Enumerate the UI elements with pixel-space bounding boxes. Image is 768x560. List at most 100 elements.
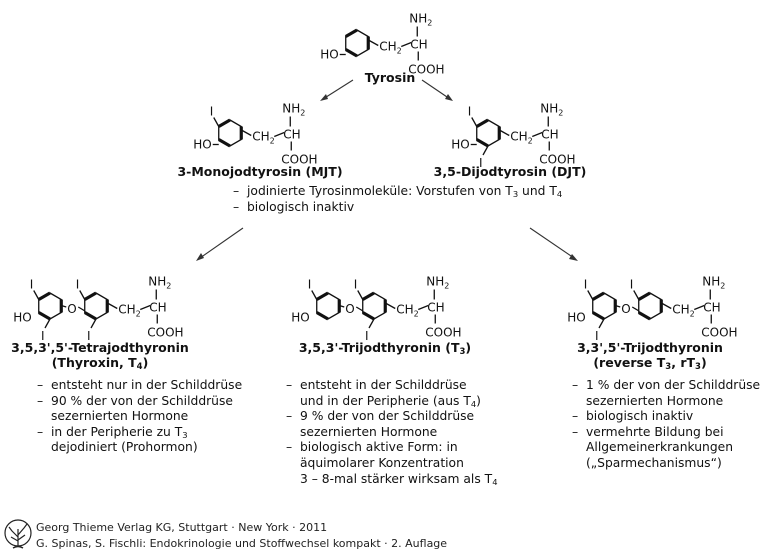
bond [591, 291, 605, 301]
iodine-label: I [30, 278, 34, 292]
bond [339, 304, 345, 308]
nh2-label: NH2 [426, 275, 449, 291]
cooh-label: COOH [147, 326, 183, 340]
bond [361, 311, 375, 321]
t3-name: 3,5,3'-Trijodthyronin (T3) [298, 340, 472, 358]
ch-label: CH [149, 301, 166, 315]
nh2-label: NH2 [282, 102, 305, 118]
nh2-label: NH2 [540, 102, 563, 118]
bond [315, 291, 329, 301]
nh2-label: NH2 [702, 275, 725, 291]
bond [637, 291, 651, 301]
ether-oxygen-label: O [621, 302, 630, 316]
iodine-label: I [468, 105, 472, 119]
bond [471, 117, 478, 127]
djt-name: 3,5-Dijodtyrosin (DJT) [433, 164, 587, 179]
reaction-arrows [196, 79, 578, 261]
bond [587, 290, 594, 300]
rt3-note-inactive: biologisch inaktiv [572, 409, 760, 425]
bond [401, 41, 412, 48]
hydroxyl-label: HO [320, 48, 338, 62]
cooh-label: COOH [281, 153, 317, 167]
bond [532, 131, 543, 138]
bond [311, 290, 318, 300]
t4-name-line1: 3,5,3',5'-Tetrajodthyronin [11, 340, 189, 355]
iodine-label: I [479, 156, 483, 170]
t3-note-share: 9 % der von der Schilddrüsesezernierten … [286, 409, 498, 440]
bond [355, 306, 364, 312]
bond [694, 304, 705, 311]
bond [357, 290, 364, 300]
note-inactive: biologisch inaktiv [233, 200, 562, 216]
bond [475, 138, 489, 148]
bond [107, 302, 118, 310]
rt3-name-line2: (reverse T3, rT3) [593, 355, 707, 373]
iodine-label: I [87, 329, 91, 343]
bond [661, 302, 672, 310]
bond [90, 318, 97, 329]
ch2-label: CH2 [510, 130, 532, 146]
t4-note-share: 90 % der von der Schilddrüsesezernierten… [37, 394, 242, 425]
rt3-note-formation: vermehrte Bildung beiAllgemeinerkrankung… [572, 425, 760, 472]
ether-oxygen-label: O [345, 302, 354, 316]
t4-name-line2: (Thyroxin, T4) [51, 355, 149, 373]
bond [213, 117, 220, 127]
note-precursors: jodinierte Tyrosinmoleküle: Vorstufen vo… [233, 184, 562, 200]
bond [217, 118, 231, 128]
hydroxyl-label: HO [567, 311, 585, 325]
bond [591, 311, 605, 321]
bond [83, 291, 97, 301]
nh2-label: NH2 [148, 275, 171, 291]
bond [33, 290, 40, 300]
tree-icon [3, 515, 33, 559]
ch2-label: CH2 [672, 303, 695, 319]
rt3-notes: 1 % der von der Schilddrüsesezernierten … [572, 378, 760, 472]
bond [361, 291, 375, 301]
nh2-label: NH2 [409, 12, 432, 28]
ch-label: CH [427, 301, 444, 315]
hydroxyl-label: HO [451, 138, 469, 152]
cooh-label: COOH [425, 326, 461, 340]
bond [315, 311, 329, 321]
bond [241, 129, 252, 137]
ch-label: CH [703, 301, 720, 315]
footer-citation: G. Spinas, S. Fischli: Endokrinologie un… [36, 537, 448, 550]
bond [598, 318, 605, 329]
arrow-to-t4-head [196, 253, 204, 261]
iodine-label: I [210, 105, 214, 119]
hydroxyl-label: HO [291, 311, 309, 325]
bond [140, 304, 151, 311]
bond [368, 39, 379, 47]
ch2-label: CH2 [379, 40, 402, 56]
bond [418, 304, 429, 311]
cooh-label: COOH [539, 153, 575, 167]
bond [274, 131, 285, 138]
cooh-label: COOH [408, 63, 444, 77]
arrow-to-rt3-head [569, 254, 578, 261]
t4-note-origin: entsteht nur in der Schilddrüse [37, 378, 242, 394]
rt3-name: 3,3',5'-Trijodthyronin (reverse T3, rT3) [565, 340, 735, 373]
arrow-to-rt3 [529, 227, 575, 259]
arrow-to-mjt-head [320, 94, 328, 101]
ch2-label: CH2 [118, 303, 141, 319]
arrow-to-djt [421, 79, 451, 100]
hydroxyl-label: HO [13, 311, 31, 325]
bond [385, 302, 396, 310]
bond [631, 306, 640, 312]
bond [615, 304, 621, 308]
iodine-label: I [41, 329, 45, 343]
bond [37, 291, 51, 301]
bond [44, 318, 51, 329]
bond [344, 28, 358, 38]
iodotyrosine-notes: jodinierte Tyrosinmoleküle: Vorstufen vo… [233, 184, 562, 215]
arrow-to-mjt [322, 79, 354, 100]
rt3-note-share: 1 % der von der Schilddrüsesezernierten … [572, 378, 760, 409]
iodine-label: I [354, 278, 358, 292]
